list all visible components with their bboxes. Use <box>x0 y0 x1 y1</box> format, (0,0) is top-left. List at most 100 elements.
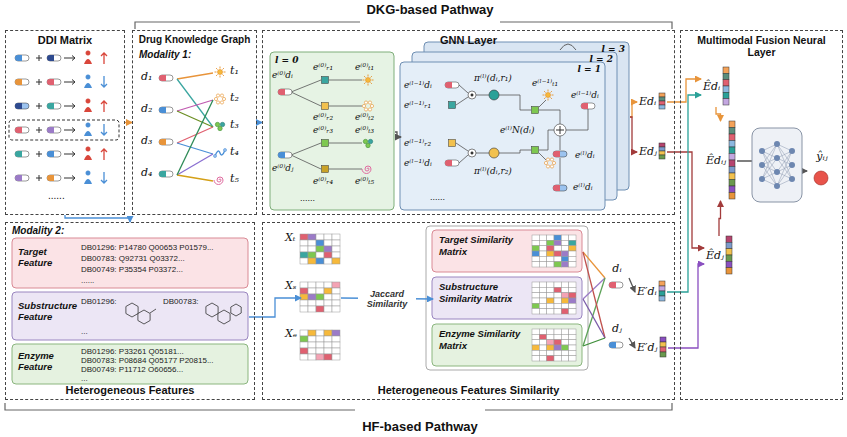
pill-icon <box>15 79 22 85</box>
graph-line <box>539 109 588 184</box>
mlp-neuron <box>789 148 795 154</box>
graph-line <box>36 103 42 109</box>
matrix-cell <box>308 330 316 336</box>
embedding-cell <box>660 337 666 342</box>
matrix-cell <box>532 287 539 292</box>
matrix-cell <box>324 342 332 348</box>
matrix-cell <box>532 298 539 303</box>
embedding-cell <box>723 67 729 73</box>
matrix-cell <box>532 303 539 308</box>
node-circle <box>220 94 223 97</box>
connector <box>177 127 213 143</box>
matrix-cell <box>569 240 576 245</box>
free-label: ...... <box>430 192 445 202</box>
connector <box>65 215 130 222</box>
node-circle <box>489 90 499 100</box>
pill-icon <box>15 151 29 157</box>
mlp-neuron <box>774 155 780 161</box>
node-circle <box>552 161 555 164</box>
free-label: e⁽ˡ⁾dᵢ <box>575 150 595 160</box>
matrix-cell <box>300 240 308 246</box>
embedding-cell <box>723 73 729 79</box>
pill-icon <box>47 175 54 181</box>
connector <box>719 201 721 236</box>
matrix-cell <box>300 258 308 264</box>
graph-line <box>64 152 75 157</box>
node-circle <box>220 122 224 126</box>
pill-icon <box>581 103 595 109</box>
embedding-cell <box>729 193 735 200</box>
matrix-cell <box>324 306 332 312</box>
matrix-cell <box>332 330 340 336</box>
matrix-cell <box>547 303 554 308</box>
connector <box>177 143 213 154</box>
graph-line <box>291 143 362 169</box>
pill-icon <box>609 282 616 288</box>
pill-icon <box>47 103 54 109</box>
mlp-neuron <box>759 176 765 182</box>
connector <box>629 278 635 292</box>
embedding-cell <box>659 281 665 286</box>
matrix-cell <box>547 246 554 251</box>
graph-line <box>64 104 75 109</box>
mlp-link <box>762 158 777 179</box>
free-label: e⁽⁰⁾ₜ₁ <box>355 62 374 72</box>
diagram-node: E′dⱼ <box>635 337 668 359</box>
matrix-cell <box>561 329 568 334</box>
graph-line <box>364 76 365 77</box>
diagram-node: E′dᵢ <box>635 281 667 303</box>
matrix-cell <box>554 235 561 240</box>
diagram-node: dᵢ <box>605 263 629 293</box>
matrix-cell <box>569 334 576 339</box>
connector <box>583 299 605 338</box>
matrix-cell <box>532 256 539 261</box>
diagram-node: ŷᵢⱼ <box>807 151 837 191</box>
matrix-cell <box>300 354 308 360</box>
matrix-cell <box>332 354 340 360</box>
embedding-cell <box>726 261 732 267</box>
person-icon <box>84 107 92 112</box>
graph-line <box>291 80 362 106</box>
embedding-cell <box>659 155 665 159</box>
connector <box>716 107 721 121</box>
relation-square <box>322 166 329 173</box>
embedding-cell <box>660 352 666 357</box>
pill-icon <box>47 151 54 157</box>
node-circle <box>214 97 217 100</box>
embedding-cell <box>729 173 735 180</box>
matrix-cell <box>324 252 332 258</box>
graph-line <box>216 74 217 75</box>
relation-square <box>532 147 539 154</box>
embedding-cell <box>729 180 735 187</box>
embedding-cell <box>660 342 666 347</box>
pill-icon <box>553 151 567 157</box>
connector <box>395 132 401 137</box>
matrix-cell <box>561 262 568 267</box>
matrix-cell <box>300 234 308 240</box>
matrix-cell <box>324 348 332 354</box>
matrix-cell <box>308 294 316 300</box>
matrix-cell <box>324 234 332 240</box>
graph-line <box>543 95 545 96</box>
box-fill <box>12 238 248 288</box>
embedding-cell <box>659 101 665 105</box>
connector <box>629 338 635 348</box>
node-circle <box>544 161 547 164</box>
top-bracket <box>135 22 672 29</box>
graph-line <box>216 68 217 69</box>
pill-icon <box>159 75 166 81</box>
loop-arrow <box>560 44 576 50</box>
diagram-node: t₂ <box>213 92 251 108</box>
matrix-cell <box>532 309 539 314</box>
pill-icon <box>15 127 22 133</box>
matrix-cell <box>300 282 308 288</box>
molecule-ring <box>218 310 230 324</box>
diagram-node: Multimodal Fusion Neural LayerÊdᵢÊdᵢⱼÊdⱼ… <box>680 30 843 400</box>
matrix-cell <box>539 282 546 287</box>
matrix-cell <box>532 240 539 245</box>
connector <box>668 264 704 348</box>
graph-line <box>215 72 217 73</box>
node-circle <box>363 139 367 143</box>
node-text: d₂ <box>141 103 152 116</box>
node-circle <box>216 94 219 97</box>
